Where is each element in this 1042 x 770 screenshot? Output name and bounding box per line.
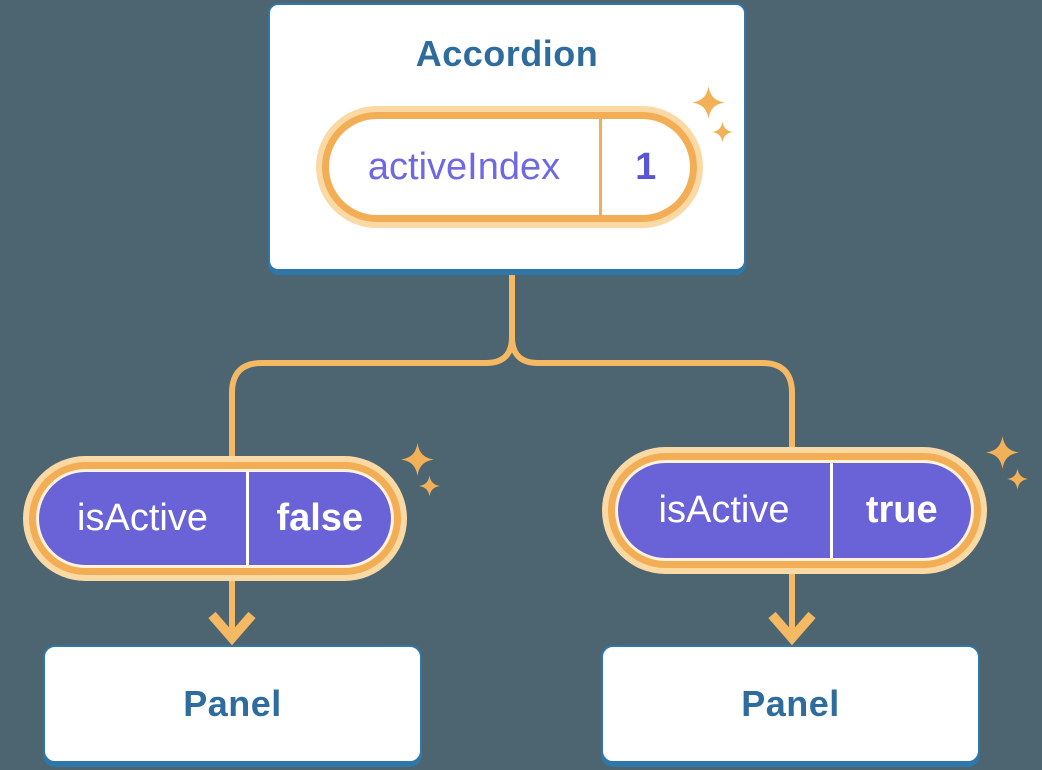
state-pill: activeIndex 1	[329, 119, 690, 215]
sparkle-icon	[986, 436, 1019, 469]
right-prop-value-cell: true	[833, 463, 972, 558]
left-prop-name-label: isActive	[77, 497, 208, 539]
right-panel-label: Panel	[741, 683, 840, 724]
left-arrow-down-icon	[208, 611, 256, 646]
left-panel-label: Panel	[183, 683, 282, 724]
right-prop-name-cell: isActive	[618, 463, 830, 558]
state-pill-divider	[599, 119, 602, 215]
sparkle-icon	[401, 443, 434, 476]
left-prop-pill-divider	[246, 472, 249, 565]
left-prop-name-cell: isActive	[39, 472, 246, 565]
sparkle-icon	[419, 475, 440, 497]
state-name-label: activeIndex	[367, 145, 561, 188]
right-prop-pill-divider	[830, 463, 833, 558]
sparkle-small-icon	[419, 475, 440, 497]
sparkle-icon	[692, 86, 725, 119]
left-prop-pill: isActive false	[39, 472, 391, 565]
sparkle-large-icon	[986, 434, 1019, 471]
accordion-title: Accordion	[415, 33, 599, 74]
right-prop-name-label: isActive	[658, 489, 790, 531]
state-value-cell: 1	[602, 119, 691, 215]
left-prop-value-label: false	[276, 497, 364, 539]
connector-right-branch	[509, 273, 795, 631]
connector-left-branch	[229, 273, 515, 631]
left-panel-box: Panel	[43, 645, 422, 763]
sparkle-large-icon	[692, 84, 725, 121]
right-panel-box: Panel	[601, 645, 980, 763]
right-prop-value-label: true	[865, 489, 938, 531]
state-name-cell: activeIndex	[329, 119, 599, 215]
sparkle-icon	[712, 121, 733, 143]
sparkle-large-icon	[401, 441, 434, 478]
right-prop-pill: isActive true	[618, 463, 971, 558]
left-prop-value-cell: false	[249, 472, 392, 565]
sparkle-icon	[1007, 468, 1028, 490]
state-value-label: 1	[635, 145, 657, 188]
sparkle-small-icon	[1007, 468, 1028, 490]
right-arrow-down-icon	[768, 611, 816, 646]
sparkle-small-icon	[712, 121, 733, 143]
